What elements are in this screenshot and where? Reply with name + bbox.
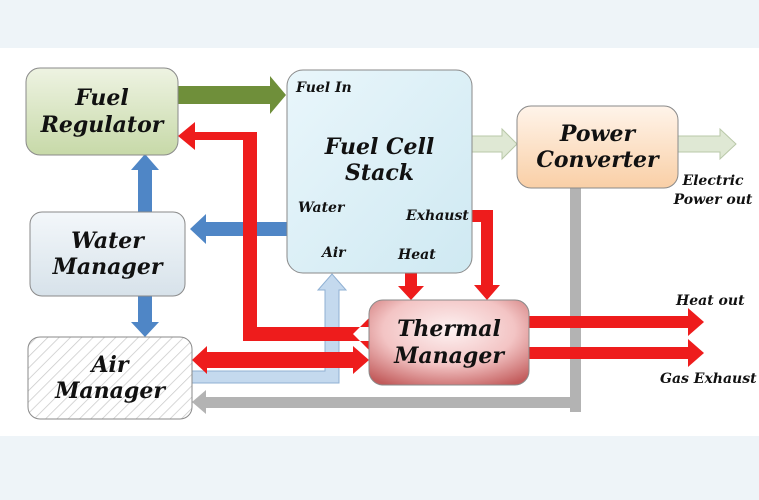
fuel-cell-stack-label-line2: Stack	[345, 160, 414, 186]
heat-port-label: Heat	[398, 247, 436, 263]
heat-out-label: Heat out	[676, 293, 745, 309]
air-manager-block: Air Manager	[28, 337, 192, 419]
gas-exhaust-label: Gas Exhaust	[660, 371, 757, 387]
return-line-vertical	[570, 188, 581, 412]
water-out-arrow	[190, 214, 288, 244]
stack-to-converter-arrow	[471, 127, 518, 161]
power-converter-block: Power Converter	[517, 106, 678, 188]
fuel-regulator-label-line1: Fuel	[75, 85, 129, 112]
power-converter-label-line2: Converter	[536, 147, 659, 173]
air-thermal-exchange-arrow	[192, 346, 369, 374]
fuel-cell-stack-fill	[286, 69, 473, 274]
exhaust-port-label: Exhaust	[406, 208, 469, 224]
heat-arrow	[398, 273, 424, 300]
air-port-label: Air	[322, 245, 346, 261]
air-manager-label-line2: Manager	[55, 378, 165, 404]
fuel-in-label: Fuel In	[296, 80, 352, 96]
thermal-manager-block: Thermal Manager	[369, 300, 529, 385]
water-manager-fill	[29, 211, 186, 297]
fuel-regulator-fill	[25, 67, 179, 156]
electric-power-out-line1: Electric	[682, 173, 744, 189]
thermal-manager-label-line2: Manager	[394, 342, 504, 369]
exhaust-arrow	[471, 210, 500, 300]
fuel-in-arrow	[178, 76, 286, 114]
air-manager-label-line1: Air	[91, 351, 129, 378]
fuel-regulator-block: Fuel Regulator	[26, 68, 178, 155]
heat-out-arrow	[529, 308, 704, 336]
gas-exhaust-arrow	[529, 339, 704, 367]
water-manager-label-line2: Manager	[52, 254, 163, 280]
power-converter-fill	[516, 105, 679, 189]
heat-to-fuel-regulator-arrow	[178, 122, 369, 350]
water-to-fuel-regulator-arrow	[131, 154, 159, 212]
electric-power-out-line2: Power out	[673, 191, 753, 208]
air-manager-fill	[27, 336, 193, 420]
power-converter-label-line1: Power	[559, 120, 636, 147]
fuel-cell-stack-label-line1: Fuel Cell	[324, 133, 435, 160]
return-line-horizontal	[205, 397, 581, 408]
fuel-regulator-label-line2: Regulator	[40, 111, 164, 138]
thermal-manager-fill	[368, 299, 530, 386]
water-port-label: Water	[298, 200, 345, 216]
electric-power-out-arrow	[677, 127, 737, 161]
water-manager-label-line1: Water	[71, 227, 144, 254]
water-to-air-manager-arrow	[131, 296, 159, 337]
water-manager-block: Water Manager	[30, 212, 185, 296]
thermal-manager-label-line1: Thermal	[397, 316, 501, 343]
fuel-cell-stack-block: Fuel Cell Stack	[287, 124, 472, 196]
return-arrow-head	[192, 390, 206, 414]
electric-power-out-label: Electric Power out	[668, 172, 758, 210]
